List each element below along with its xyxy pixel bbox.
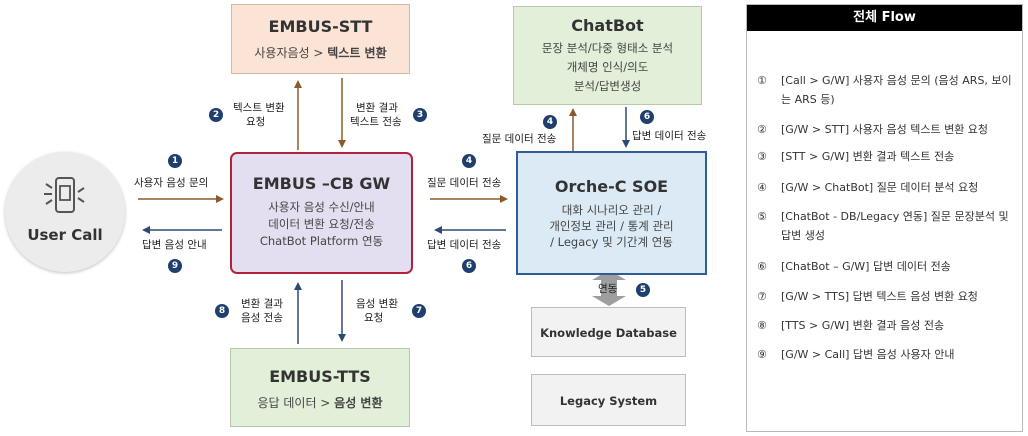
badge-step-2: 2	[209, 108, 223, 122]
flow-item-number: ⑧	[757, 319, 767, 332]
legacy-system-node: Legacy System	[531, 374, 686, 426]
flow-item: ④ [G/W > ChatBot] 질문 데이터 분석 요청	[747, 178, 1022, 197]
badge-step-3: 3	[413, 108, 427, 122]
flow-item-text: [ChatBot – G/W] 답변 데이터 전송	[781, 260, 951, 273]
soe-line-1: 대화 시나리오 관리 /	[561, 203, 662, 217]
badge-step-6-chatbot: 6	[640, 110, 654, 124]
label-step-9: 답변 음성 안내	[142, 239, 207, 251]
chatbot-line-3: 분석/답변생성	[573, 79, 642, 93]
user-call-node: User Call	[5, 152, 125, 272]
stt-title: EMBUS-STT	[268, 17, 373, 36]
badge-step-7: 7	[412, 304, 426, 318]
label-step-3-line-1: 변환 결과	[356, 102, 398, 114]
flow-item: ⑦ [G/W > TTS] 답변 텍스트 음성 변환 요청	[747, 287, 1022, 306]
badge-step-4-gw: 4	[462, 154, 476, 168]
gw-line-1: 사용자 음성 수신/안내	[268, 200, 375, 214]
flow-item: ③ [STT > G/W] 변환 결과 텍스트 전송	[747, 147, 1022, 166]
badge-step-5: 5	[636, 283, 650, 297]
label-step-7-line-2: 요청	[364, 312, 384, 324]
label-step-8-line-2: 음성 전송	[241, 312, 283, 324]
flow-item-text: [STT > G/W] 변환 결과 텍스트 전송	[781, 150, 955, 163]
flow-item-number: ②	[757, 123, 767, 136]
flow-item-text: [G/W > Call] 답변 음성 사용자 안내	[781, 348, 955, 361]
flow-panel-title: 전체 Flow	[747, 5, 1022, 31]
knowledge-title: Knowledge Database	[540, 326, 677, 340]
flow-item-text: [G/W > ChatBot] 질문 데이터 분석 요청	[781, 181, 979, 194]
soe-line-2: 개인정보 관리 / 통계 관리	[549, 219, 674, 233]
stt-subtitle: 사용자음성 > 텍스트 변환	[232, 44, 409, 61]
tts-title: EMBUS-TTS	[269, 367, 371, 386]
badge-step-9: 9	[168, 259, 182, 273]
gw-line-3: ChatBot Platform 연동	[259, 234, 384, 248]
flow-item-text: [G/W > TTS] 답변 텍스트 음성 변환 요청	[781, 290, 978, 303]
flow-item-text: [ChatBot - DB/Legacy 연동] 질문 문장분석 및 답변 생성	[781, 210, 1009, 242]
flow-item-number: ③	[757, 150, 767, 163]
flow-item-number: ④	[757, 181, 767, 194]
double-arrow-soe-knowledge	[592, 270, 626, 306]
label-step-2-line-2: 요청	[246, 116, 266, 128]
gw-title: EMBUS –CB GW	[252, 174, 391, 193]
orche-c-soe-node: Orche-C SOE 대화 시나리오 관리 / 개인정보 관리 / 통계 관리…	[516, 151, 707, 275]
flow-panel: 전체 Flow ① [Call > G/W] 사용자 음성 문의 (음성 ARS,…	[746, 4, 1023, 432]
flow-list: ① [Call > G/W] 사용자 음성 문의 (음성 ARS, 보이는 ARS…	[747, 71, 1022, 364]
flow-item: ⑤ [ChatBot - DB/Legacy 연동] 질문 문장분석 및 답변 생…	[747, 207, 1022, 245]
knowledge-database-node: Knowledge Database	[531, 307, 686, 357]
badge-step-6-gw: 6	[462, 259, 476, 273]
chatbot-title: ChatBot	[571, 16, 644, 35]
flow-item: ⑧ [TTS > G/W] 변환 결과 음성 전송	[747, 316, 1022, 335]
label-step-4-gw: 질문 데이터 전송	[427, 177, 502, 189]
chatbot-line-1: 문장 분석/다중 형태소 분석	[541, 41, 674, 55]
flow-item: ⑥ [ChatBot – G/W] 답변 데이터 전송	[747, 257, 1022, 276]
embus-tts-node: EMBUS-TTS 응답 데이터 > 음성 변환	[230, 348, 410, 427]
flow-item: ⑨ [G/W > Call] 답변 음성 사용자 안내	[747, 345, 1022, 364]
tts-sub-plain: 응답 데이터 >	[257, 396, 335, 410]
flow-item-number: ⑦	[757, 290, 767, 303]
chatbot-line-2: 개체명 인식/의도	[566, 60, 649, 74]
soe-title: Orche-C SOE	[554, 177, 669, 196]
flow-item-number: ⑥	[757, 260, 767, 273]
embus-stt-node: EMBUS-STT 사용자음성 > 텍스트 변환	[231, 4, 410, 74]
user-call-title: User Call	[27, 226, 103, 244]
flow-item-text: [TTS > G/W] 변환 결과 음성 전송	[781, 319, 945, 332]
flow-item-number: ①	[757, 74, 767, 87]
chatbot-node: ChatBot 문장 분석/다중 형태소 분석 개체명 인식/의도 분석/답변생…	[513, 6, 702, 105]
label-step-5: 연동	[598, 283, 618, 295]
flow-item-text: [G/W > STT] 사용자 음성 텍스트 변환 요청	[781, 123, 989, 136]
flow-item-number: ⑤	[757, 210, 767, 223]
label-step-4-chatbot: 질문 데이터 전송	[482, 133, 557, 145]
stt-sub-bold: 텍스트 변환	[327, 46, 387, 60]
badge-step-4-chatbot: 4	[543, 115, 557, 129]
label-step-7-line-1: 음성 변환	[356, 298, 398, 310]
soe-line-3: / Legacy 및 기간계 연동	[550, 235, 673, 249]
gw-line-2: 데이터 변환 요청/전송	[268, 217, 375, 231]
flow-item-text: [Call > G/W] 사용자 음성 문의 (음성 ARS, 보이는 ARS …	[781, 74, 1012, 106]
embus-cb-gw-node: EMBUS –CB GW 사용자 음성 수신/안내 데이터 변환 요청/전송 C…	[230, 152, 413, 274]
label-step-8-line-1: 변환 결과	[241, 298, 283, 310]
tts-sub-bold: 음성 변환	[334, 396, 383, 410]
legacy-title: Legacy System	[559, 394, 658, 408]
flow-item: ② [G/W > STT] 사용자 음성 텍스트 변환 요청	[747, 120, 1022, 139]
label-step-2-line-1: 텍스트 변환	[233, 102, 285, 114]
phone-speaker-icon	[44, 177, 85, 213]
tts-subtitle: 응답 데이터 > 음성 변환	[231, 394, 409, 411]
stt-sub-plain: 사용자음성 >	[254, 46, 328, 60]
flow-item: ① [Call > G/W] 사용자 음성 문의 (음성 ARS, 보이는 ARS…	[747, 71, 1022, 109]
flow-item-number: ⑨	[757, 348, 767, 361]
label-step-3-line-2: 텍스트 전송	[350, 116, 402, 128]
label-step-1: 사용자 음성 문의	[134, 177, 209, 189]
label-step-6-gw: 답변 데이터 전송	[427, 239, 502, 251]
badge-step-1: 1	[168, 154, 182, 168]
badge-step-8: 8	[215, 304, 229, 318]
label-step-6-chatbot: 답변 데이터 전송	[632, 130, 707, 142]
